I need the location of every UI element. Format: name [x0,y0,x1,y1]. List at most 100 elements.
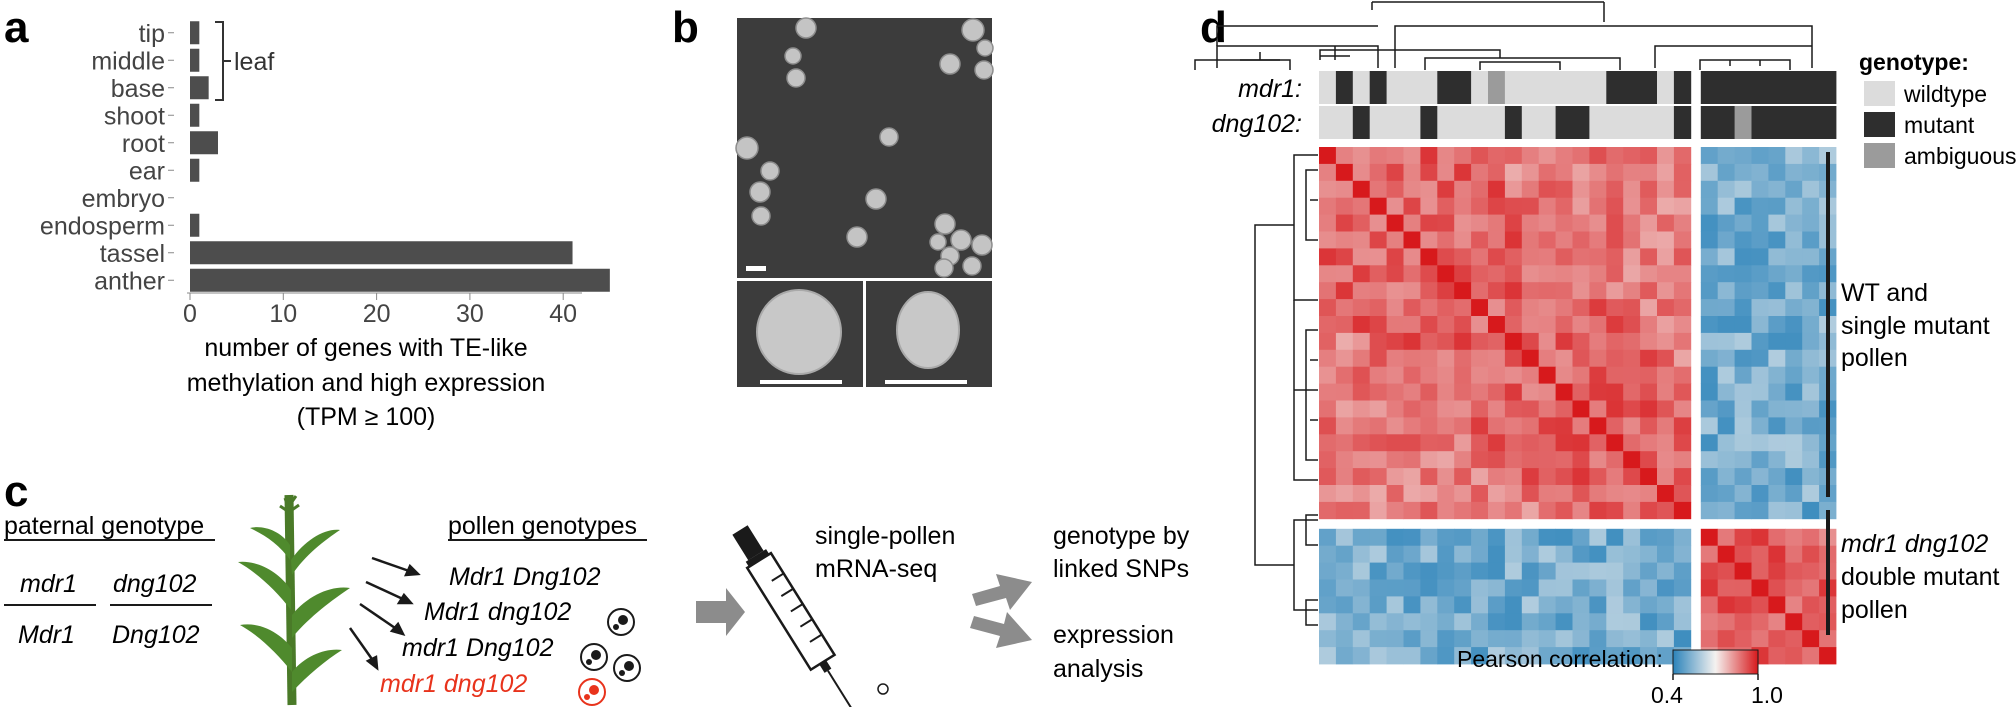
heatmap-cell [1538,180,1556,199]
heatmap-cell [1640,545,1658,563]
heatmap-cell [1802,434,1820,452]
heatmap-cell [1454,468,1472,486]
heatmap-cell [1454,214,1472,232]
group-label-double-line1: mdr1 dng102 [1841,530,1988,558]
heatmap-cell [1589,163,1607,182]
heatmap-cell [1319,349,1337,368]
heatmap-cell [1335,579,1354,597]
heatmap-cell [1606,214,1624,232]
heatmap-cell [1768,468,1786,486]
heatmap-cell [1673,383,1692,401]
heatmap-cell [1673,248,1692,266]
genotype-cell [1623,106,1641,139]
heatmap-cell [1785,545,1803,563]
heatmap-cell [1420,451,1438,469]
heatmap-cell [1437,349,1455,368]
heatmap-cell [1768,366,1786,384]
heatmap-cell [1572,613,1590,631]
paternal-bottom-dng102: Dng102 [112,621,200,649]
heatmap-cell [1640,579,1658,597]
heatmap-cell [1623,528,1641,547]
heatmap-cell [1352,316,1371,334]
heatmap-cell [1700,231,1719,249]
heatmap-cell [1403,366,1421,384]
correlation-heatmap-panel: mdr1: dng102: WT and single mutant polle… [1194,1,2016,707]
syringe-icon [732,525,853,707]
heatmap-cell [1606,468,1624,486]
heatmap-cell [1802,147,1820,165]
genotype-cell [1785,106,1803,139]
heatmap-cell [1555,248,1573,266]
heatmap-cell [1504,214,1523,232]
heatmap-cell [1589,579,1607,597]
heatmap-cell [1734,451,1752,469]
heatmap-cell [1734,501,1752,520]
heatmap-cell [1521,248,1540,266]
heatmap-cell [1437,417,1455,435]
x-axis-label-line3: (TPM ≥ 100) [297,403,436,431]
heatmap-cell [1751,383,1769,401]
heatmap-cell [1734,265,1752,283]
heatmap-cell [1437,400,1455,418]
heatmap-cell [1420,501,1438,520]
heatmap-cell [1471,163,1489,182]
heatmap-cell [1606,231,1624,249]
heatmap-cell [1504,400,1523,418]
heatmap-cell [1319,579,1337,597]
heatmap-cell [1555,383,1573,401]
heatmap-cell [1640,383,1658,401]
heatmap-cell [1785,434,1803,452]
bar-endosperm [190,213,200,237]
genotype-cell [1589,71,1607,104]
heatmap-cell [1454,545,1472,563]
heatmap-cell [1785,501,1803,520]
heatmap-cell [1538,596,1556,614]
heatmap-cell [1420,434,1438,452]
heatmap-cell [1369,282,1387,300]
heatmap-cell [1734,528,1752,547]
heatmap-cell [1640,647,1658,665]
heatmap-cell [1386,400,1404,418]
heatmap-cell [1640,468,1658,486]
heatmap-cell [1488,501,1506,520]
heatmap-cell [1589,282,1607,300]
heatmap-cell [1606,248,1624,266]
paternal-top-dng102: dng102 [113,570,197,598]
heatmap-cell [1521,383,1540,401]
heatmap-cell [1538,231,1556,249]
heatmap-cell [1352,613,1371,631]
heatmap-cell [1521,485,1540,503]
heatmap-cell [1488,434,1506,452]
heatmap-cell [1657,197,1675,215]
heatmap-cell [1488,562,1506,580]
heatmap-cell [1319,630,1337,648]
heatmap-cell [1335,197,1354,215]
heatmap-cell [1572,332,1590,351]
paternal-top-mdr1: mdr1 [20,570,77,598]
genotype-cell [1335,71,1354,104]
bar-label-embryo: embryo [82,185,165,213]
heatmap-cell [1521,231,1540,249]
heatmap-cell [1623,197,1641,215]
heatmap-cell [1471,501,1489,520]
heatmap-cell [1369,248,1387,266]
heatmap-cell [1657,214,1675,232]
heatmap-cell [1717,231,1735,249]
genotype-cell [1700,71,1719,104]
heatmap-cell [1606,180,1624,199]
heatmap-cell [1751,451,1769,469]
bar-root [190,131,218,155]
heatmap-cell [1700,630,1719,648]
heatmap-cell [1319,434,1337,452]
heatmap-cell [1352,485,1371,503]
heatmap-cell [1319,545,1337,563]
heatmap-cell [1538,349,1556,368]
heatmap-cell [1589,180,1607,199]
heatmap-cell [1606,562,1624,580]
heatmap-cell [1420,468,1438,486]
heatmap-cell [1386,596,1404,614]
heatmap-cell [1572,147,1590,165]
genotype-cell [1734,71,1752,104]
genotype-cell [1717,106,1735,139]
heatmap-cell [1606,613,1624,631]
